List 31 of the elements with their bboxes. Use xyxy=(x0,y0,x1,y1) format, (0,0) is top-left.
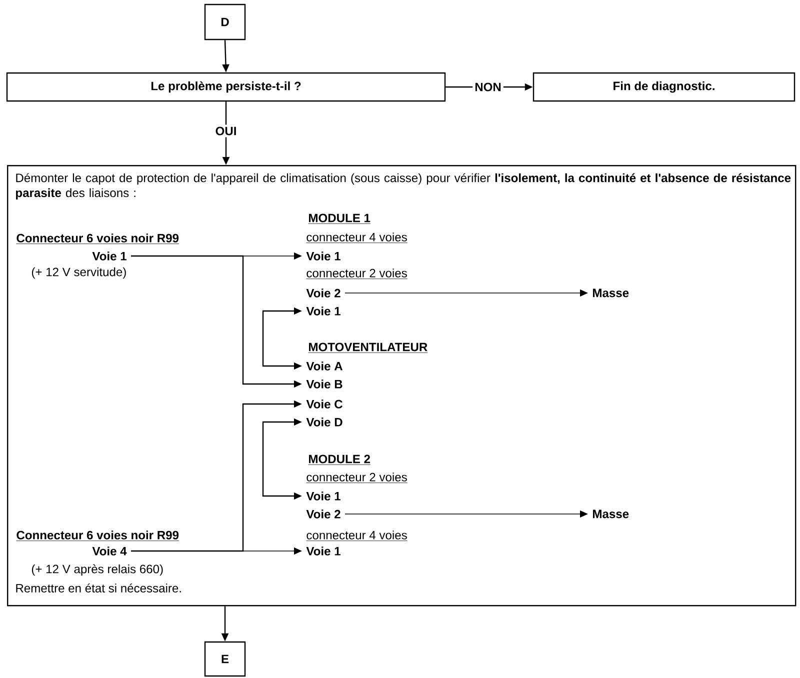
pin-label: Masse xyxy=(593,510,629,518)
pin-label: Voie D xyxy=(306,418,342,426)
connector-heading: connecteur 4 voies xyxy=(306,232,408,244)
pin-label: Voie 1 xyxy=(306,492,340,500)
connector-heading: connecteur 2 voies xyxy=(306,268,408,280)
pin-label: Voie 1 xyxy=(306,546,340,556)
process-box: Fin de diagnostic. xyxy=(532,72,796,102)
pin-label: Voie C xyxy=(306,400,342,408)
connector-heading: MOTOVENTILATEUR xyxy=(308,342,428,353)
connector-heading: Connecteur 6 voies noir R99 xyxy=(16,530,180,542)
connector-heading: Connecteur 6 voies noir R99 xyxy=(16,234,180,244)
pin-label: Voie 1 xyxy=(306,252,340,260)
pin-label: Voie 2 xyxy=(306,288,340,298)
connector-heading: MODULE 2 xyxy=(308,454,371,465)
pin-label: Voie 1 xyxy=(92,252,126,260)
connector-heading: connecteur 4 voies xyxy=(306,530,408,542)
pin-label: Voie 2 xyxy=(306,510,340,518)
pin-label: Masse xyxy=(593,288,629,298)
pin-label: Voie 4 xyxy=(92,546,127,556)
pin-label: Voie A xyxy=(306,362,342,370)
note: (+ 12 V servitude) xyxy=(32,267,126,279)
process-box: Le problème persiste-t-il ? xyxy=(6,72,446,102)
note: (+ 12 V après relais 660) xyxy=(32,564,163,576)
pin-label: Voie B xyxy=(306,380,342,388)
process-box: D xyxy=(204,4,246,40)
edge-label: NON xyxy=(472,80,504,94)
connector-heading: connecteur 2 voies xyxy=(306,472,408,484)
edge-label: OUI xyxy=(213,124,239,138)
process-box: E xyxy=(204,641,246,677)
connector-heading: MODULE 1 xyxy=(308,214,371,224)
pin-label: Voie 1 xyxy=(306,306,340,316)
